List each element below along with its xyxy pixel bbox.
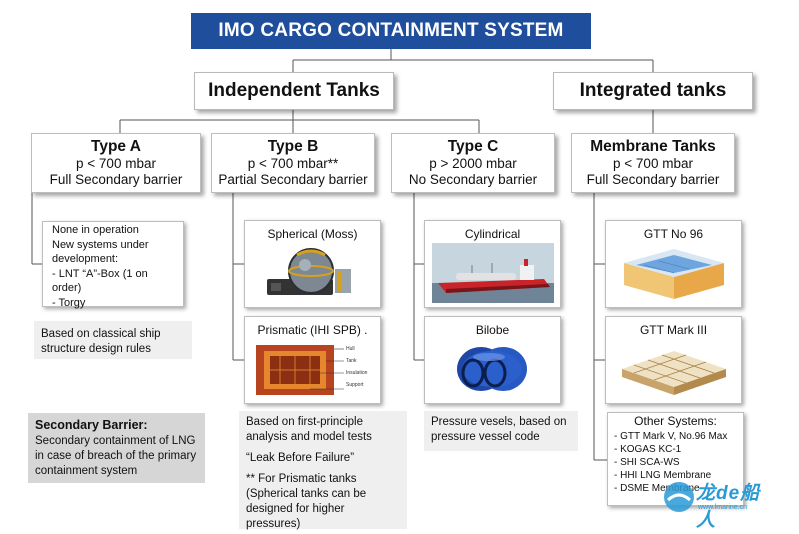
bilobe-tank-image — [425, 341, 560, 397]
prismatic-part-label: Hull — [346, 346, 355, 352]
secondary-barrier-line: Secondary containment of LNG — [35, 435, 196, 447]
watermark-brand: 龙de船人 — [696, 483, 761, 531]
type-b-quote: “Leak Before Failure” — [246, 452, 355, 464]
watermark-logo: 龙de船人 www.lmarine.cn — [662, 476, 780, 531]
type-c-note: Pressure vesels, based on pressure vesse… — [424, 411, 578, 451]
type-b-footnote-line: ** For Prismatic tanks — [246, 473, 357, 485]
prismatic-ihi-box: Prismatic (IHI SPB) . Hull Tank Insulati… — [244, 316, 381, 404]
list-item: - DSME Membrane — [614, 483, 700, 494]
type-b-box: Type B p < 700 mbar** Partial Secondary … — [211, 133, 375, 193]
prismatic-tank-image — [245, 341, 380, 397]
membrane-name: Membrane Tanks — [590, 138, 716, 155]
secondary-barrier-note: Secondary Barrier: Secondary containment… — [28, 413, 205, 483]
type-c-name: Type C — [447, 138, 499, 155]
prismatic-part-label: Tank — [346, 358, 357, 364]
spherical-tank-image — [245, 245, 380, 301]
prismatic-suffix: . — [364, 323, 368, 337]
bilobe-label: Bilobe — [475, 323, 510, 337]
type-c-pressure: p > 2000 mbar — [429, 156, 517, 171]
type-a-barrier: Full Secondary barrier — [49, 172, 183, 187]
type-a-note-line: Based on classical ship — [41, 328, 161, 340]
list-item: - GTT Mark V, No.96 Max — [614, 431, 728, 442]
list-item: - SHI SCA-WS — [614, 457, 680, 468]
prismatic-part-label: Insulation — [346, 370, 368, 376]
gtt-no96-label: GTT No 96 — [643, 227, 704, 241]
watermark-url: www.lmarine.cn — [698, 504, 748, 511]
gtt-mark3-box: GTT Mark III — [605, 316, 742, 404]
prismatic-part-labels: Hull Tank Insulation Support — [346, 343, 367, 391]
type-a-box: Type A p < 700 mbar Full Secondary barri… — [31, 133, 201, 193]
list-item: - KOGAS KC-1 — [614, 444, 682, 455]
logo-icon — [664, 482, 694, 512]
category-integrated-tanks: Integrated tanks — [553, 72, 753, 110]
diagram-title: IMO CARGO CONTAINMENT SYSTEM — [191, 13, 591, 49]
secondary-barrier-title: Secondary Barrier: — [35, 418, 148, 432]
type-c-note-line: Pressure vesels, based on — [431, 416, 567, 428]
type-b-pressure: p < 700 mbar** — [247, 156, 339, 171]
type-b-note: Based on first-principle analysis and mo… — [239, 411, 407, 530]
membrane-barrier: Full Secondary barrier — [586, 172, 720, 187]
gtt-mark3-image — [606, 341, 741, 397]
type-a-note-line: structure design rules — [41, 343, 151, 355]
type-c-barrier: No Secondary barrier — [408, 172, 538, 187]
gtt-mark3-label: GTT Mark III — [639, 323, 708, 337]
list-item: - HHI LNG Membrane — [614, 470, 712, 481]
membrane-pressure: p < 700 mbar — [613, 156, 693, 171]
type-a-dev-line: New systems under — [52, 238, 149, 251]
type-a-dev-line: - LNT “A”-Box (1 on order) — [52, 267, 148, 295]
prismatic-part-label: Support — [346, 382, 364, 388]
type-c-note-line: pressure vessel code — [431, 431, 540, 443]
type-c-box: Type C p > 2000 mbar No Secondary barrie… — [391, 133, 555, 193]
spherical-moss-box: Spherical (Moss) — [244, 220, 381, 308]
category-independent-tanks: Independent Tanks — [194, 72, 394, 110]
other-systems-list: - GTT Mark V, No.96 Max - KOGAS KC-1 - S… — [614, 430, 737, 495]
type-a-development-box: None in operation New systems under deve… — [42, 221, 184, 309]
type-a-note: Based on classical ship structure design… — [34, 321, 192, 359]
type-a-dev-line: development: — [52, 253, 119, 265]
secondary-barrier-line: containment system — [35, 465, 138, 477]
type-b-footnote-line: designed for higher pressures) — [246, 503, 345, 530]
other-systems-title: Other Systems: — [634, 414, 717, 428]
secondary-barrier-line: in case of breach of the primary — [35, 450, 197, 462]
gtt-no96-box: GTT No 96 — [605, 220, 742, 308]
type-b-note-line: Based on first-principle — [246, 416, 363, 428]
type-a-dev-line: None in operation — [52, 224, 139, 236]
spherical-moss-label: Spherical (Moss) — [267, 227, 358, 241]
type-a-name: Type A — [91, 138, 141, 155]
cylindrical-ship-image — [425, 243, 560, 303]
type-b-name: Type B — [267, 138, 319, 155]
type-a-pressure: p < 700 mbar — [76, 156, 156, 171]
membrane-tanks-box: Membrane Tanks p < 700 mbar Full Seconda… — [571, 133, 735, 193]
type-b-barrier: Partial Secondary barrier — [218, 172, 368, 187]
type-b-note-line: analysis and model tests — [246, 431, 372, 443]
bilobe-box: Bilobe — [424, 316, 561, 404]
cylindrical-box: Cylindrical — [424, 220, 561, 308]
type-b-footnote-line: (Spherical tanks can be — [246, 488, 367, 500]
type-a-dev-line: - Torgy — [52, 296, 86, 309]
cylindrical-label: Cylindrical — [464, 227, 521, 241]
gtt-no96-image — [606, 245, 741, 301]
prismatic-ihi-label: Prismatic (IHI SPB) — [257, 323, 361, 337]
